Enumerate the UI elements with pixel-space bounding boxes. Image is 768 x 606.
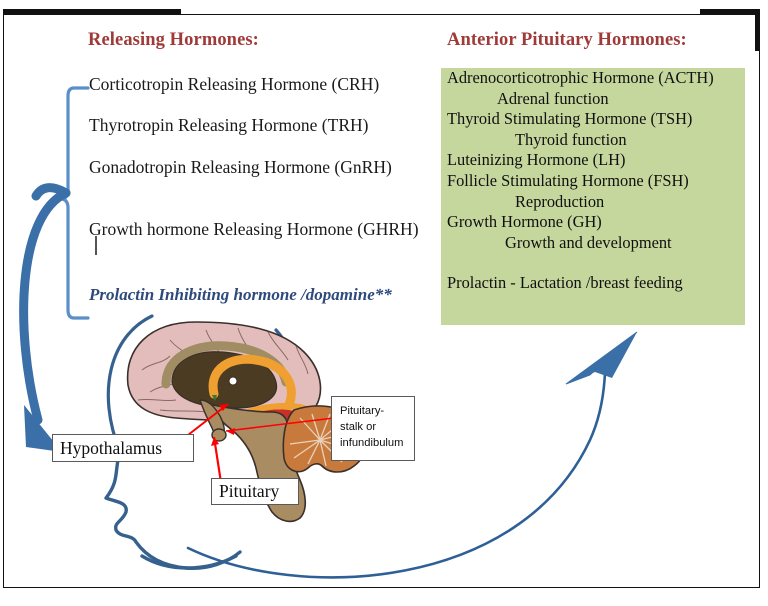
- ap-line-fsh: Follicle Stimulating Hormone (FSH): [447, 170, 689, 190]
- releasing-hormone-item-crh: Corticotropin Releasing Hormone (CRH): [89, 74, 380, 94]
- releasing-hormones-heading: Releasing Hormones:: [88, 30, 259, 50]
- top-right-corner-bar: [700, 9, 760, 15]
- ap-line-prolactin: Prolactin - Lactation /breast feeding: [447, 273, 683, 293]
- label-hypothalamus: Hypothalamus: [52, 434, 194, 462]
- ap-line-acth: Adrenocorticotrophic Hormone (ACTH): [447, 68, 714, 87]
- releasing-hormone-item-prolactin-inhibiting: Prolactin Inhibiting hormone /dopamine**: [89, 285, 392, 304]
- ap-line-tsh: Thyroid Stimulating Hormone (TSH): [447, 109, 693, 129]
- ap-line-gh: Growth Hormone (GH): [447, 212, 602, 232]
- text-cursor-caret: [95, 236, 97, 255]
- ap-line-reproduction: Reproduction: [515, 191, 605, 211]
- ap-line-adrenal: Adrenal function: [497, 88, 609, 108]
- feedback-arrow-left: [19, 183, 71, 452]
- ap-line-thyroid: Thyroid function: [515, 129, 627, 149]
- stalk-label-line-2: stalk or: [340, 421, 377, 433]
- anterior-pituitary-hormones-box: Adrenocorticotrophic Hormone (ACTH) Adre…: [441, 68, 745, 325]
- stalk-label-line-3: infundibulum: [340, 437, 404, 449]
- label-pituitary-stalk-infundibulum: Pituitary- stalk or infundibulum: [331, 396, 415, 461]
- anterior-pituitary-hormones-heading: Anterior Pituitary Hormones:: [447, 30, 687, 50]
- releasing-hormone-item-trh: Thyrotropin Releasing Hormone (TRH): [89, 115, 369, 135]
- top-left-corner-bar: [3, 9, 181, 15]
- releasing-hormone-item-gnrh: Gonadotropin Releasing Hormone (GnRH): [89, 157, 392, 177]
- ap-line-growth-dev: Growth and development: [505, 232, 672, 252]
- ap-line-lh: Luteinizing Hormone (LH): [447, 150, 626, 170]
- releasing-hormone-item-ghrh: Growth hormone Releasing Hormone (GHRH): [89, 219, 419, 239]
- releasing-hormones-brace: [60, 86, 90, 320]
- feedback-arrow-right: [186, 331, 638, 579]
- label-pituitary: Pituitary: [211, 478, 299, 505]
- pointer-arrows-red: [187, 403, 335, 490]
- stalk-label-line-1: Pituitary-: [340, 405, 385, 417]
- top-right-corner-edge: [755, 9, 760, 51]
